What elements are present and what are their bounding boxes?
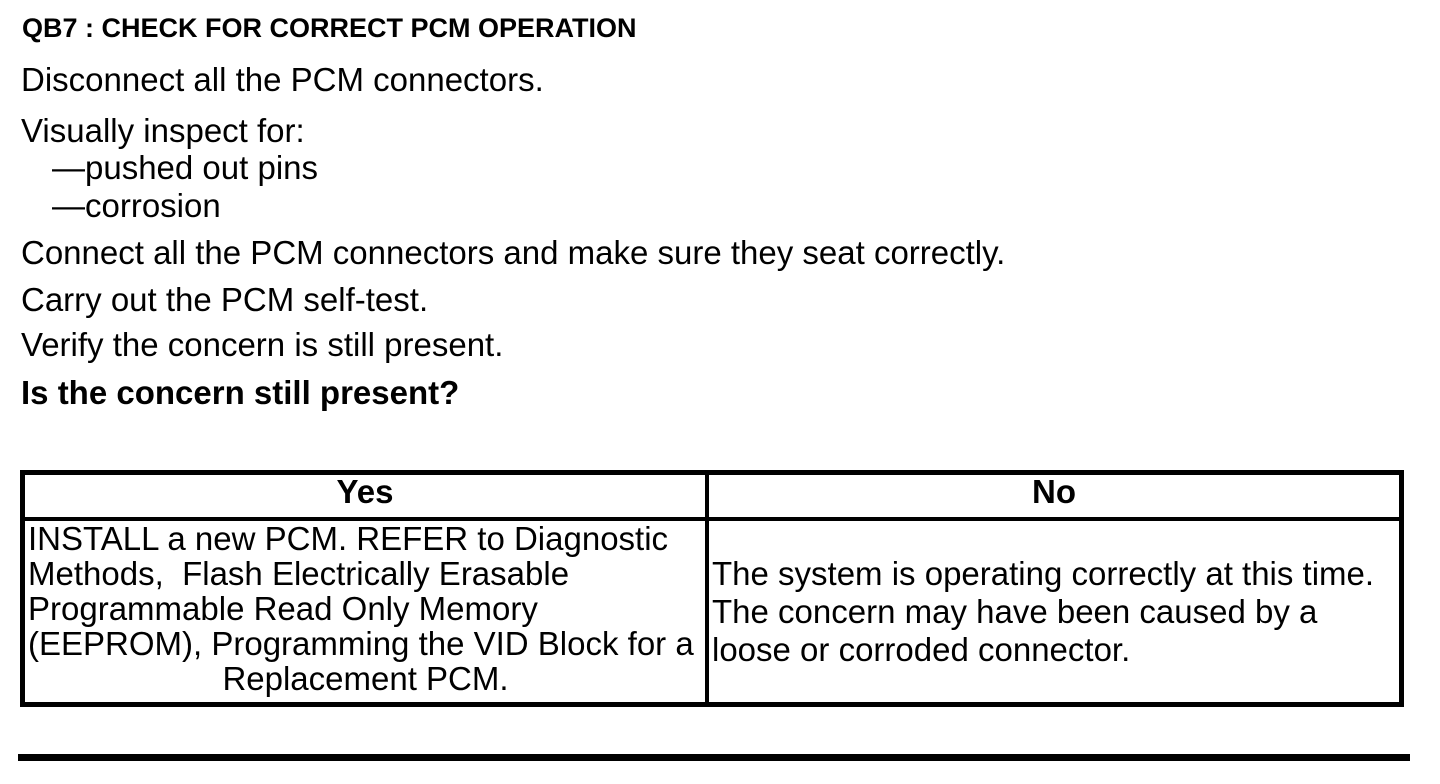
results-table-body-row: INSTALL a new PCM. REFER to Diagnostic M…	[25, 521, 1399, 702]
yes-action-line-last: Replacement PCM.	[222, 660, 509, 697]
no-column-header: No	[1032, 473, 1076, 510]
no-action-line: The system is operating correctly at thi…	[712, 554, 1375, 592]
no-action-line: loose or corroded connector.	[712, 630, 1131, 668]
step-disconnect-connectors: Disconnect all the PCM connectors.	[21, 61, 544, 98]
page-divider-rule	[18, 754, 1410, 761]
results-table: Yes No INSTALL a new PCM. REFER to Diagn…	[20, 470, 1404, 707]
results-table-header-row: Yes No	[25, 475, 1399, 521]
decision-question: Is the concern still present?	[21, 374, 460, 411]
yes-action-line: Methods, Flash Electrically Erasable	[28, 555, 570, 592]
step-connect-connectors: Connect all the PCM connectors and make …	[21, 234, 1006, 271]
yes-action-cell: INSTALL a new PCM. REFER to Diagnostic M…	[25, 521, 709, 702]
inspection-item-pushed-out-pins: —pushed out pins	[52, 149, 319, 186]
inspection-item-corrosion: —corrosion	[52, 187, 221, 224]
step-visually-inspect: Visually inspect for:	[21, 112, 305, 149]
no-action-line: The concern may have been caused by a	[712, 592, 1318, 630]
no-action-cell: The system is operating correctly at thi…	[709, 521, 1399, 702]
yes-action-line: INSTALL a new PCM. REFER to Diagnostic	[28, 520, 669, 557]
step-carry-out-self-test: Carry out the PCM self-test.	[21, 281, 429, 318]
yes-column-header: Yes	[25, 475, 709, 517]
yes-action-line: (EEPROM), Programming the VID Block for …	[28, 625, 694, 662]
step-verify-concern: Verify the concern is still present.	[21, 326, 504, 363]
yes-action-line: Programmable Read Only Memory	[28, 590, 538, 627]
pinpoint-test-heading: QB7 : CHECK FOR CORRECT PCM OPERATION	[22, 13, 637, 43]
inspection-items-list: —pushed out pins —corrosion	[52, 149, 318, 225]
